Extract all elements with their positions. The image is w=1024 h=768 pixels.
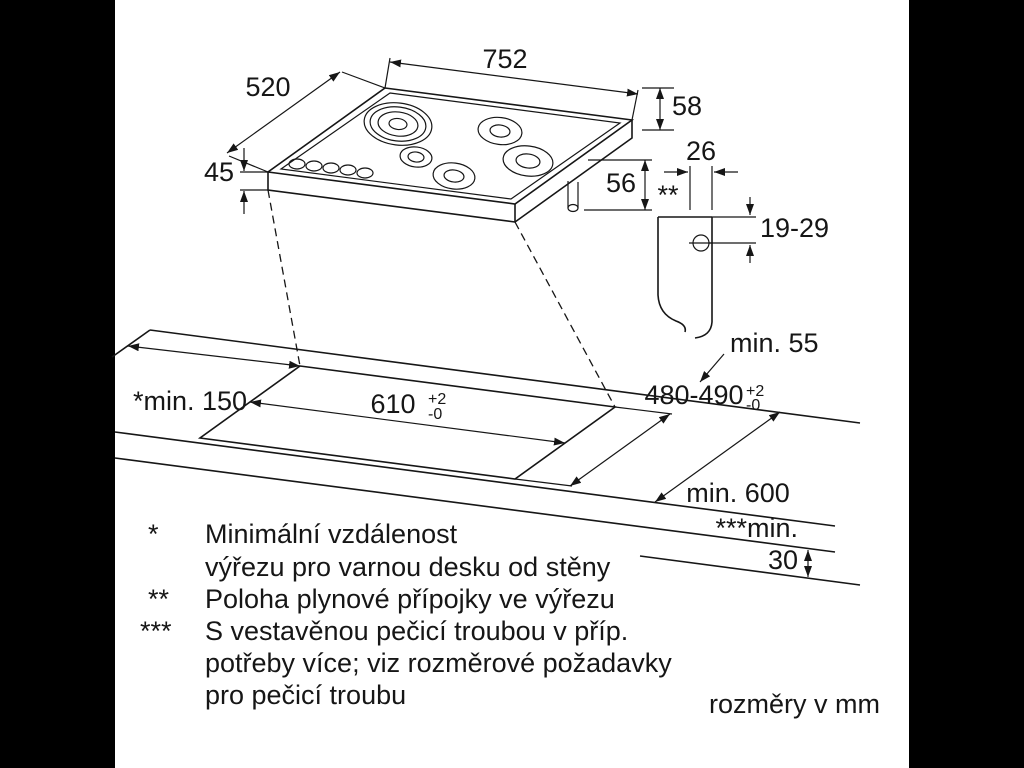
burner-wok <box>363 102 433 146</box>
dim-gas-offset-top-label: 58 <box>672 91 702 121</box>
footnote-2-line1: Poloha plynové přípojky ve výřezu <box>205 584 615 614</box>
dim-cutout-width-tol-minus: -0 <box>428 406 442 423</box>
gas-pipe <box>567 181 579 213</box>
projection-line-right <box>514 221 616 408</box>
footnote-1-marker: * <box>148 519 159 549</box>
dim-hob-width-label: 752 <box>482 44 527 74</box>
units-note: rozměry v mm <box>709 689 880 719</box>
gas-connection-detail: ** 26 19-29 min. 55 <box>657 136 829 383</box>
dim-cutout-width-label: 610 <box>370 389 415 419</box>
footnote-3-marker: *** <box>140 616 172 646</box>
dim-min-wall-label: *min. 150 <box>133 386 247 416</box>
cutout-dimensions: 610 +2 -0 480-490 +2 -0 *min. 150 min. 6… <box>127 343 812 577</box>
burner-rear-right <box>477 116 523 146</box>
projection-line-left <box>267 189 301 367</box>
hob-front-face <box>267 172 516 223</box>
footnote-1-line1: Minimální vzdálenost <box>205 519 458 549</box>
dim-cutout-depth-label: 480-490 <box>644 380 743 410</box>
dim-hob-height-label: 45 <box>204 157 234 187</box>
dim-hob-depth-label: 520 <box>245 72 290 102</box>
hob-dimensions: 752 520 45 58 56 <box>204 44 702 214</box>
dim-cutout-depth-tol-plus: +2 <box>746 383 764 400</box>
counter-front-edge <box>114 431 836 527</box>
detail-left-edge <box>657 217 687 333</box>
oven-top-edge <box>639 555 861 586</box>
dim-min-oven-prefix-label: ***min. <box>715 513 798 543</box>
footnote-2-marker: ** <box>148 584 170 614</box>
dim-cutout-depth-tol-minus: -0 <box>746 397 760 414</box>
detail-marker-label: ** <box>657 180 679 210</box>
dim-gas-offset-side-label: 56 <box>606 168 636 198</box>
footnote-3-line1: S vestavěnou pečicí troubou v příp. <box>205 616 628 646</box>
counter-front-bottom-edge <box>114 457 836 553</box>
footnote-1-line2: výřezu pro varnou desku od stěny <box>205 552 611 582</box>
dim-min-rear-label: min. 55 <box>730 328 819 358</box>
hob-right-face <box>514 120 633 223</box>
burner-middle <box>399 146 433 168</box>
footnotes: * Minimální vzdálenost výřezu pro varnou… <box>140 519 880 719</box>
burner-front-center <box>432 162 476 190</box>
detail-right-edge <box>694 217 713 339</box>
dim-detail-width-label: 26 <box>686 136 716 166</box>
dim-cutout-width-tol-plus: +2 <box>428 391 446 408</box>
control-knobs <box>288 158 374 179</box>
burner-right <box>502 145 554 177</box>
dim-min-oven-value-label: 30 <box>768 545 798 575</box>
dim-min-counter-depth-label: min. 600 <box>686 478 790 508</box>
footnote-3-line2: potřeby více; viz rozměrové požadavky <box>205 648 672 678</box>
hob-drawing <box>265 87 635 223</box>
dim-detail-depth-range-label: 19-29 <box>760 213 829 243</box>
footnote-3-line3: pro pečicí troubu <box>205 680 406 710</box>
